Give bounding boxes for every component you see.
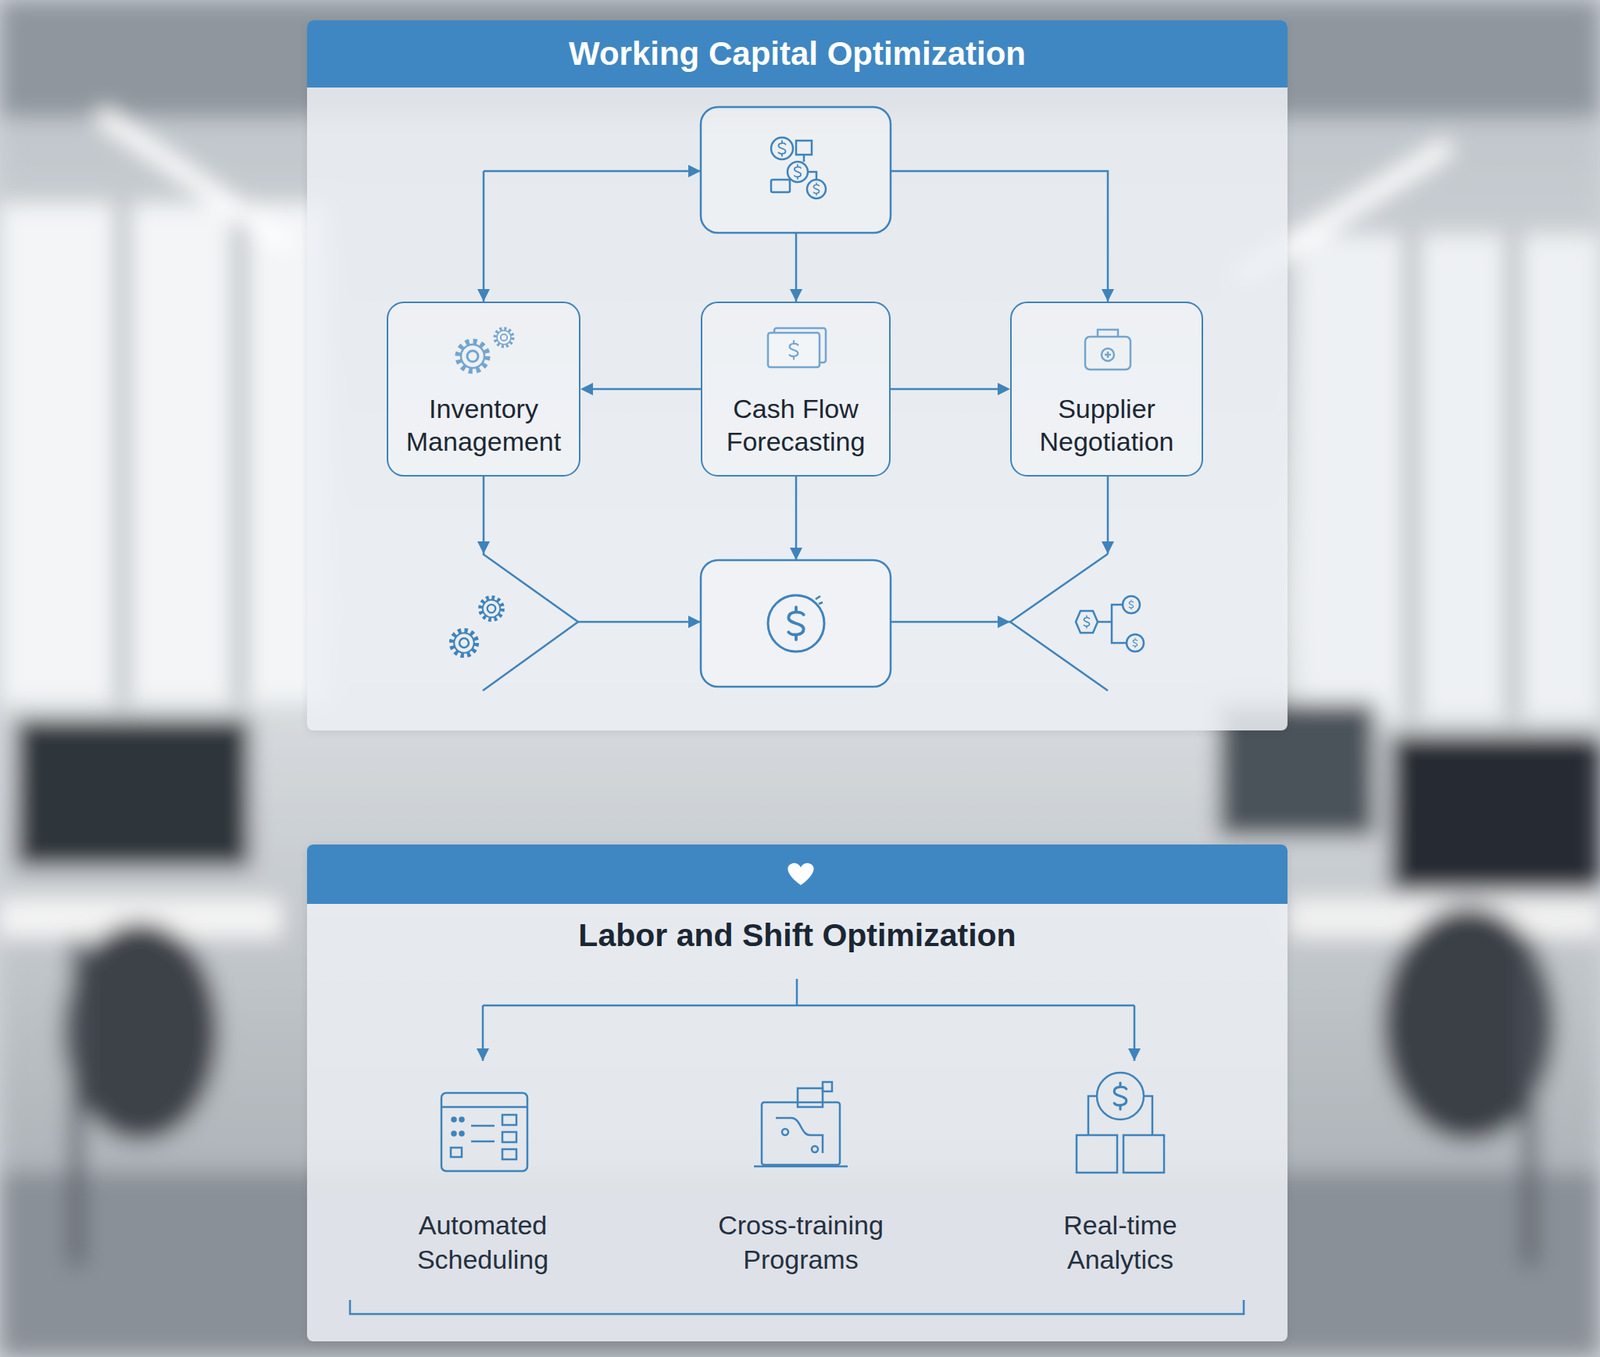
connector-line (890, 388, 1001, 391)
icons (441, 1072, 1165, 1173)
branch-lines (350, 978, 1244, 1315)
box-label: Inventory Management (399, 392, 568, 458)
item-label: Cross-training Programs (691, 1207, 911, 1277)
header-bar (307, 844, 1288, 904)
process-box: Cash Flow Forecasting (700, 301, 891, 477)
connector-line (589, 388, 701, 391)
item-label: Real-time Analytics (1010, 1207, 1230, 1277)
connector-arrow (890, 382, 1011, 396)
box-label: Supplier Negotiation (1022, 392, 1191, 458)
panel-title: Labor and Shift Optimization (307, 911, 1288, 959)
box-label: Cash Flow Forecasting (713, 392, 879, 458)
process-box: Inventory Management (386, 301, 581, 477)
item-label: Automated Scheduling (373, 1207, 593, 1277)
panel: Labor and Shift OptimizationAutomated Sc… (307, 844, 1288, 1342)
arrow-head (997, 382, 1011, 396)
header-bar (307, 20, 1288, 88)
panel-title: Working Capital Optimization (307, 20, 1288, 88)
process-box: Supplier Negotiation (1010, 301, 1204, 477)
arrow-head (580, 382, 593, 396)
connector-arrow (580, 382, 701, 396)
heart-icon (787, 863, 814, 886)
panel: Working Capital OptimizationInventory Ma… (307, 20, 1288, 731)
